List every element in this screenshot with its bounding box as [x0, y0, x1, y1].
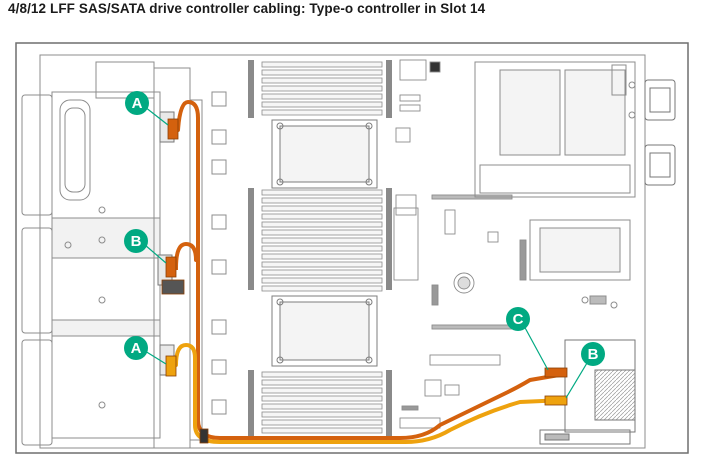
type-o-controller-slot-14	[539, 339, 636, 445]
callout-b-mid: B	[124, 229, 148, 253]
svg-text:B: B	[588, 346, 599, 363]
cable-connectors	[161, 118, 568, 444]
callout-a-top: A	[125, 91, 149, 115]
callout-a-bottom: A	[124, 336, 148, 360]
svg-text:A: A	[131, 340, 142, 357]
dimm-slots-lower	[261, 371, 383, 434]
dimm-latches	[248, 60, 392, 436]
system-board-components	[393, 59, 527, 429]
diagram-title: 4/8/12 LFF SAS/SATA drive controller cab…	[8, 1, 486, 16]
callout-leaders	[144, 106, 591, 399]
dimm-slots-upper	[261, 61, 383, 292]
cpu-socket-1	[271, 119, 378, 189]
chassis-outline	[15, 42, 689, 454]
riser-cage-lower	[529, 219, 631, 309]
drive-backplane	[21, 61, 191, 449]
riser-cage-upper	[474, 61, 636, 198]
callout-c-right: C	[506, 307, 530, 331]
power-supply-ports	[644, 79, 676, 186]
svg-text:A: A	[132, 95, 143, 112]
cable-a-sas	[170, 100, 567, 440]
svg-text:B: B	[131, 233, 142, 250]
chassis-inner-outline	[39, 54, 646, 449]
svg-text:C: C	[513, 311, 524, 328]
cable-guides	[189, 91, 227, 441]
callout-b-right: B	[581, 342, 605, 366]
cpu-socket-2	[271, 295, 378, 367]
